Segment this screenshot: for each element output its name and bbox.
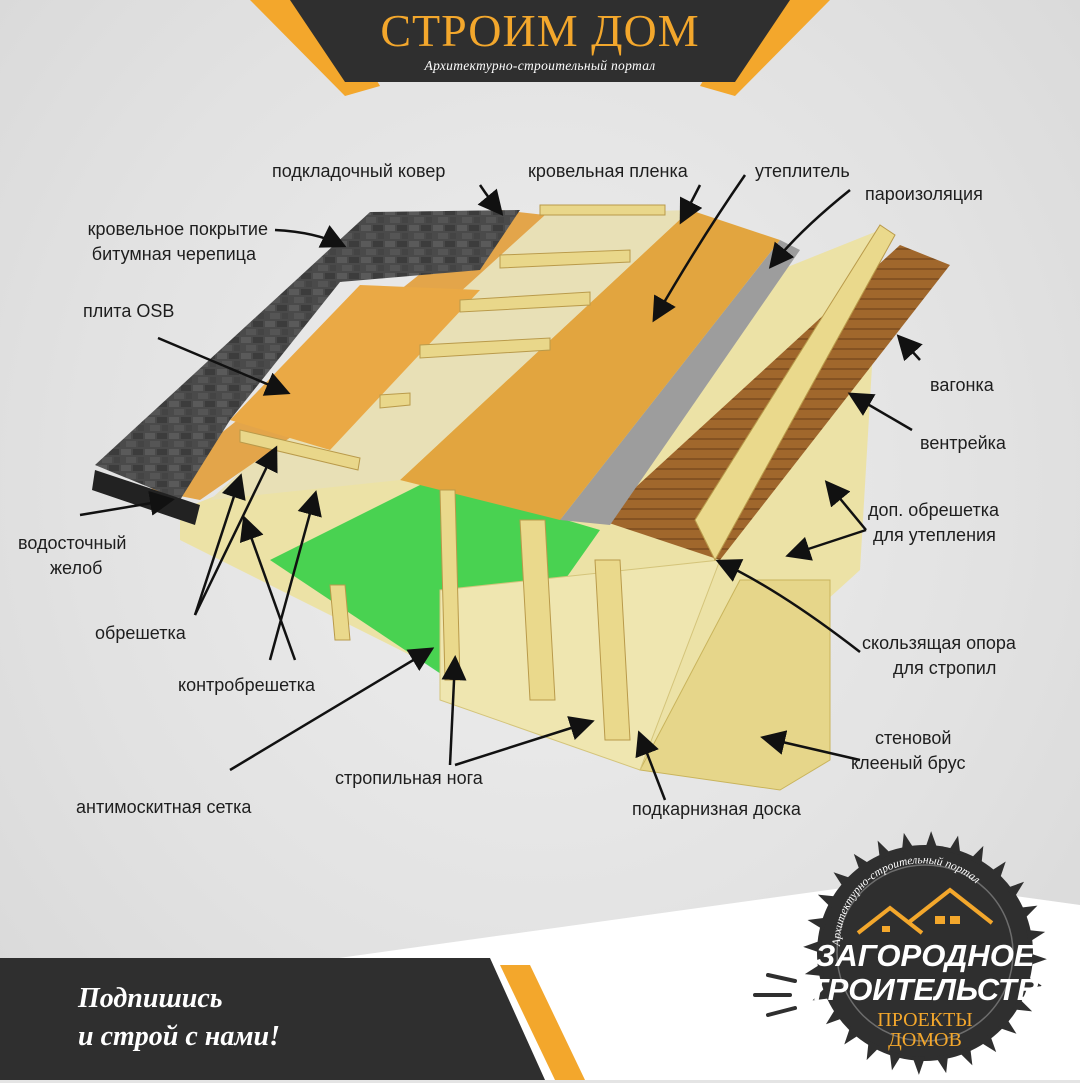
logo-line-2: СТРОИТЕЛЬСТВО xyxy=(800,972,1050,1007)
logo-line-1: ЗАГОРОДНОЕ xyxy=(816,938,1036,973)
header-shape xyxy=(250,0,830,96)
saw-tooth xyxy=(804,963,824,977)
label-extra-batten-1: доп. обрешетка xyxy=(868,500,999,520)
label-underlay: подкладочный ковер xyxy=(272,161,446,181)
label-sliding-support-1: скользящая опора xyxy=(862,633,1016,653)
callout-arrows xyxy=(79,174,923,801)
logo-saw-circle: Архитектурно-строительный портал ЗАГОРОД… xyxy=(787,831,1063,1075)
bitumen-shingles xyxy=(95,210,520,500)
saw-tooth xyxy=(1028,953,1047,966)
saw-tooth xyxy=(997,1017,1017,1034)
label-vent-batten: вентрейка xyxy=(920,433,1006,453)
saw-tooth xyxy=(901,832,915,852)
label-rafter: стропильная нога xyxy=(335,768,483,788)
insulation-layer xyxy=(400,210,780,520)
saw-tooth xyxy=(1022,976,1043,989)
saw-tooth xyxy=(817,894,838,908)
saw-tooth xyxy=(807,917,828,930)
label-insulation: утеплитель xyxy=(755,161,850,181)
saw-tooth xyxy=(989,861,1006,881)
label-mosquito-net: антимоскитная сетка xyxy=(76,797,252,817)
house-icon xyxy=(856,887,994,935)
label-osb: плита OSB xyxy=(83,301,175,321)
saw-tooth xyxy=(1012,998,1033,1012)
label-fascia: подкарнизная доска xyxy=(632,799,801,819)
footer-line-2: и строй с нами! xyxy=(78,1021,280,1052)
lining-boards xyxy=(439,559,721,771)
label-lining: вагонка xyxy=(930,375,994,395)
saw-tooth xyxy=(889,1050,902,1071)
saw-tooth xyxy=(825,1007,844,1025)
battens xyxy=(239,204,666,471)
saw-tooth xyxy=(877,840,892,860)
logo-badge: Архитектурно-строительный портал ЗАГОРОД… xyxy=(787,828,1063,1078)
footer-line-1: Подпишись xyxy=(78,983,223,1014)
vapor-barrier xyxy=(560,240,800,525)
saw-tooth xyxy=(925,831,938,850)
label-extra-batten-2: для утепления xyxy=(873,525,996,545)
saw-tooth xyxy=(948,835,961,856)
saw-tooth xyxy=(812,986,832,1001)
saw-tooth xyxy=(803,940,822,953)
label-gutter-1: водосточный xyxy=(18,533,127,553)
osb-panel xyxy=(230,285,480,450)
header-banner: СТРОИМ ДОМ Архитектурно-строительный пор… xyxy=(0,0,1080,110)
logo-line-4: ДОМОВ xyxy=(888,1029,962,1051)
label-roofing-1: кровельное покрытие xyxy=(87,219,268,239)
saw-tooth xyxy=(1006,881,1025,899)
label-counter-batten: контробрешетка xyxy=(178,675,316,695)
saw-tooth xyxy=(958,1046,973,1066)
brand-subtitle: Архитектурно-строительный портал xyxy=(424,58,656,73)
saw-tooth xyxy=(970,845,984,866)
label-roofing-2: битумная черепица xyxy=(91,244,256,264)
saw-tooth xyxy=(979,1034,997,1053)
label-membrane: кровельная пленка xyxy=(528,161,688,181)
label-gutter-2: желоб xyxy=(50,558,103,578)
label-vapor-barrier: пароизоляция xyxy=(865,184,983,204)
brand-title: СТРОИМ ДОМ xyxy=(380,5,700,56)
saw-tooth xyxy=(1018,905,1038,920)
logo-line-3: ПРОЕКТЫ xyxy=(877,1009,972,1031)
saw-tooth xyxy=(1026,929,1046,943)
label-batten: обрешетка xyxy=(95,623,186,643)
saw-tooth xyxy=(833,872,853,889)
label-sliding-support-2: для стропил xyxy=(893,658,997,678)
saw-tooth xyxy=(935,1054,949,1074)
saw-tooth xyxy=(844,1025,861,1045)
saw-tooth xyxy=(866,1040,880,1061)
saw-tooth xyxy=(853,853,871,872)
label-wall-beam-2: клееный брус xyxy=(851,753,966,773)
rafters xyxy=(329,224,896,741)
footer-cta: Подпишись и строй с нами! xyxy=(78,980,280,1056)
saw-tooth xyxy=(912,1056,925,1075)
label-wall-beam-1: стеновой xyxy=(875,728,952,748)
